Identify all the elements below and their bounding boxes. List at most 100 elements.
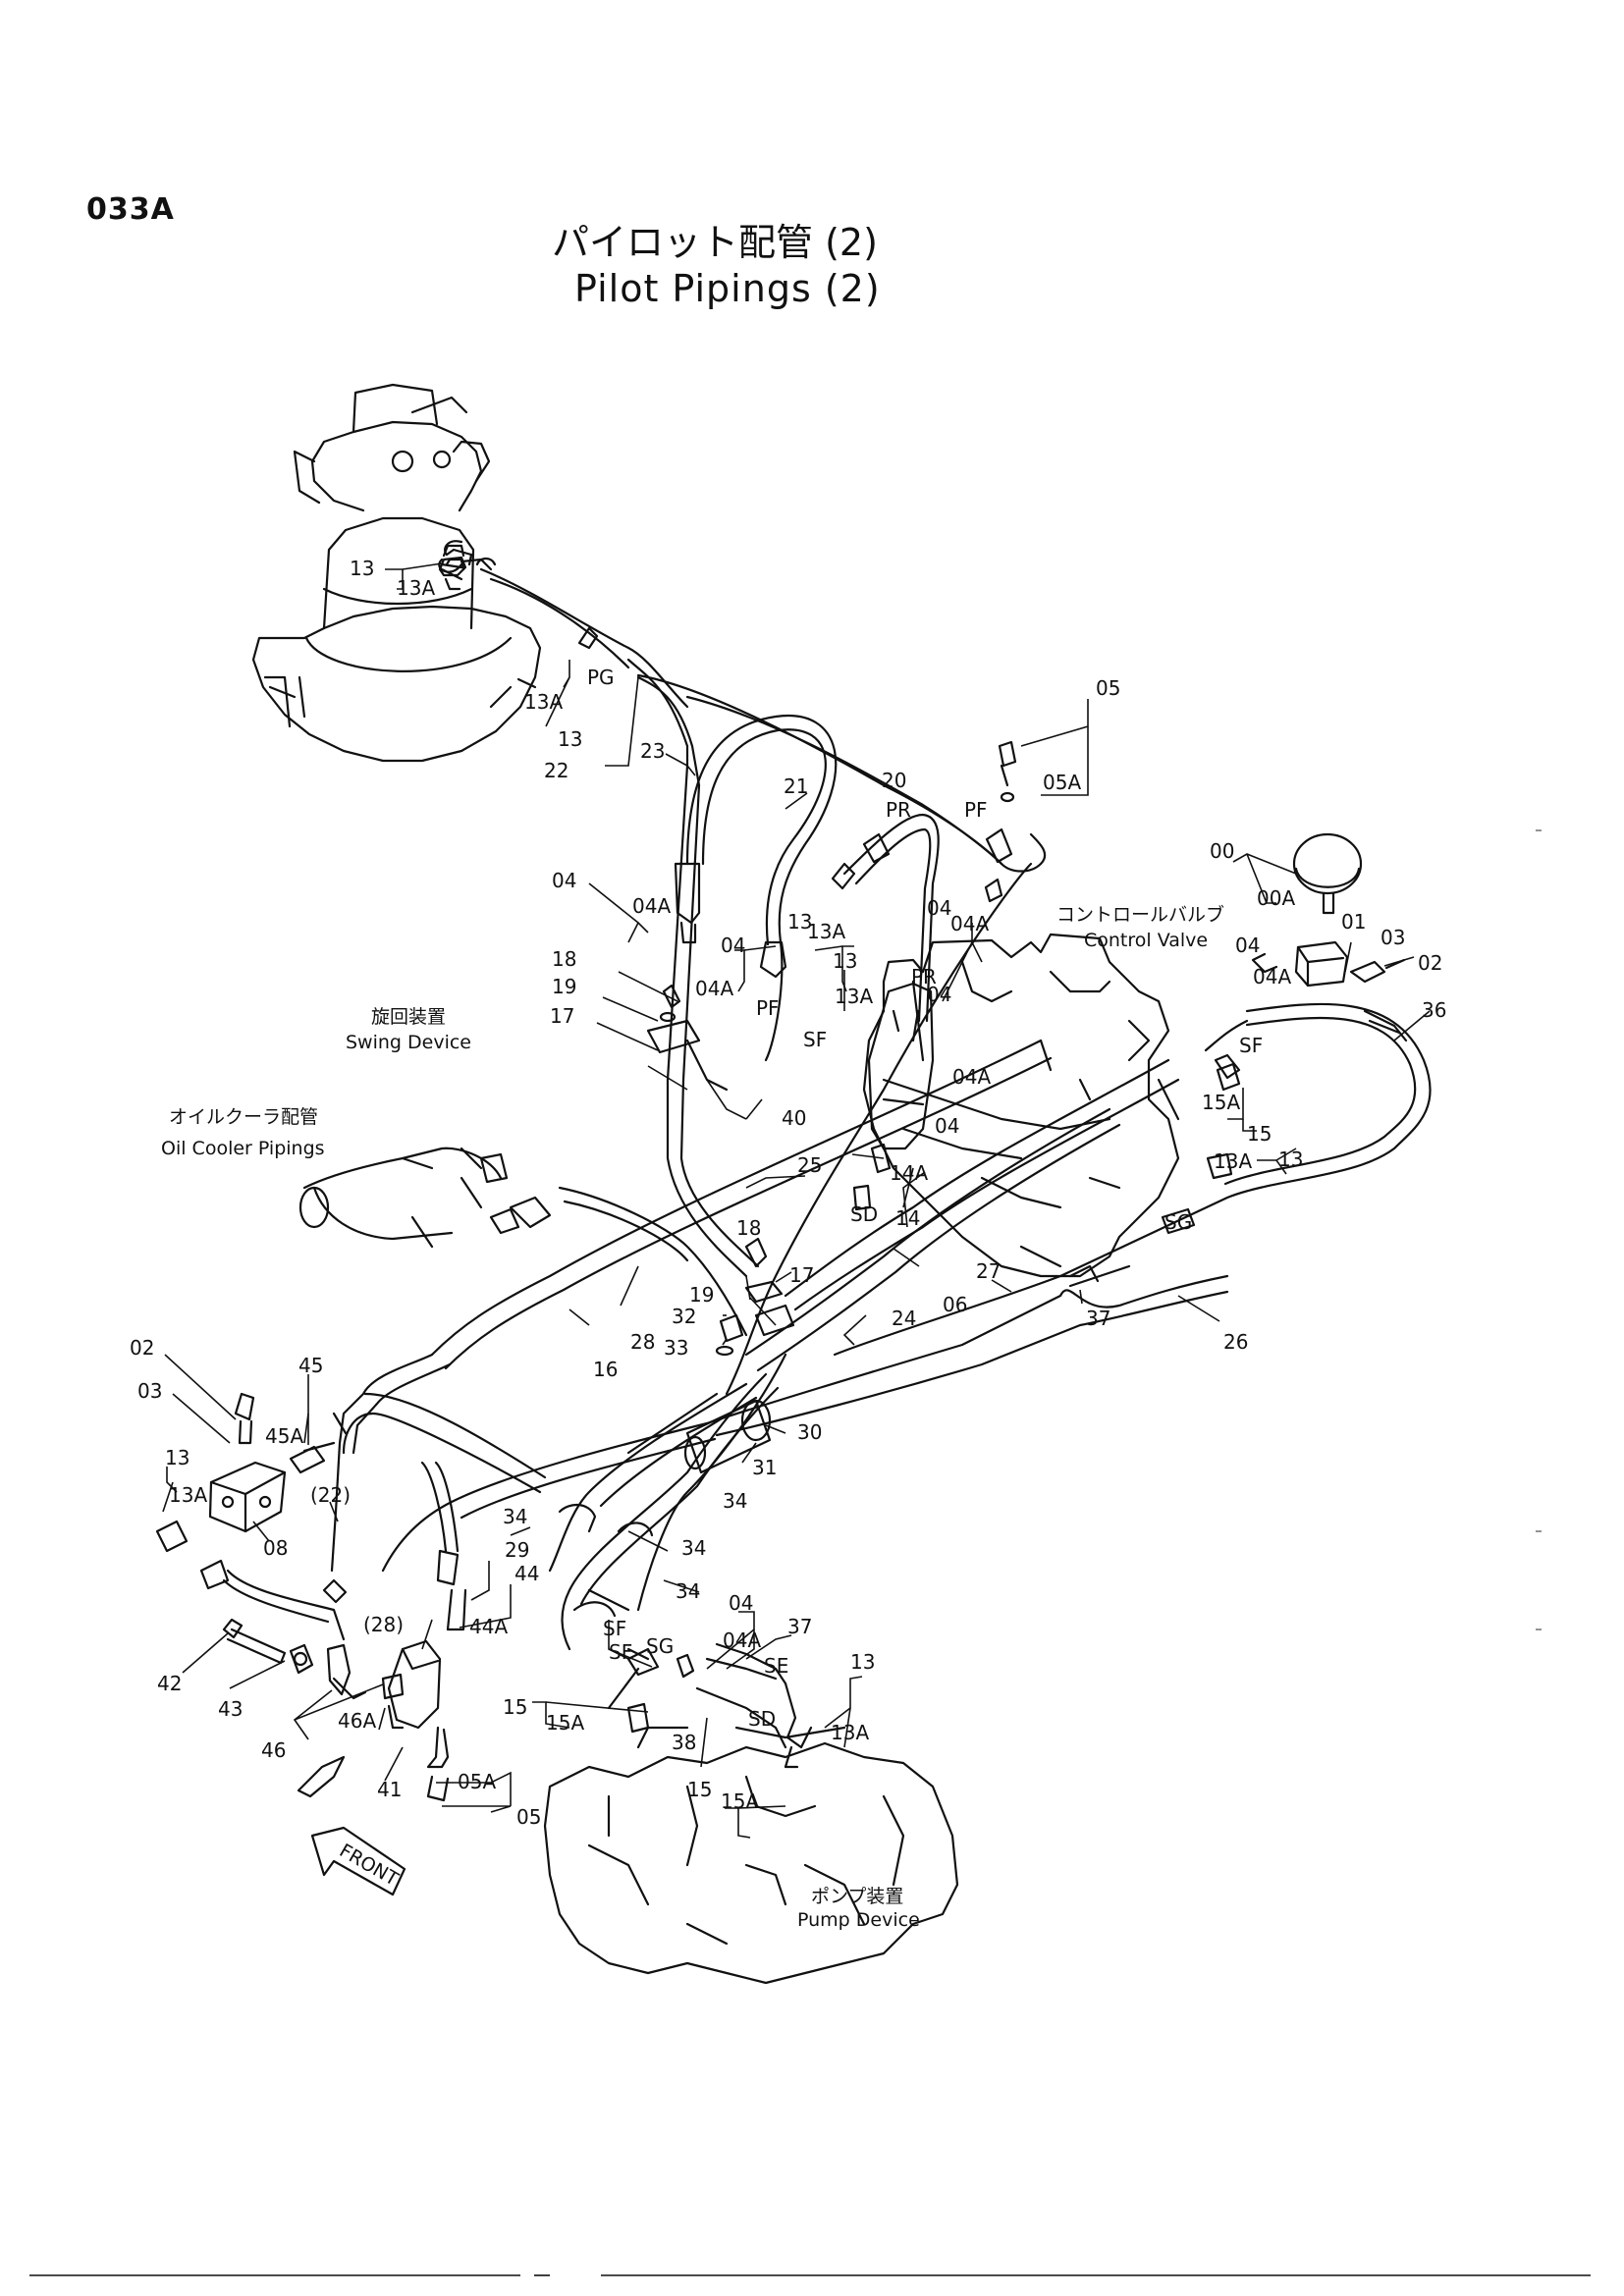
control-valve-drawing [862,933,1180,1278]
accumulator-drawing [1251,832,1406,988]
part-callout-c43: 43 [218,1697,243,1721]
part-callout-c32: 32 [672,1305,696,1328]
part-callout-c34-b: 34 [723,1489,747,1513]
part-callout-c03-l: 03 [137,1379,162,1403]
part-callout-c04a-d: 04A [950,912,989,935]
part-callout-c04-d: 04 [927,896,951,920]
part-callout-c05a-b: 05A [458,1770,496,1793]
part-callout-c15a-p: 15A [546,1711,584,1735]
part-callout-c13a-p: 13A [831,1721,869,1744]
part-callout-c40: 40 [782,1106,806,1130]
part-callout-c22: 22 [544,759,568,782]
part-callout-c01: 01 [1341,910,1366,934]
part-callout-c27: 27 [976,1259,1001,1283]
pump-device-caption: ポンプ装置 Pump Device [797,1886,920,1931]
part-callout-c04-a: 04 [1235,934,1260,957]
part-callout-c13-mid: 13 [787,910,812,934]
part-callout-c04a-b: 04A [632,894,671,918]
svg-text:オイルクーラ配管: オイルクーラ配管 [169,1106,318,1128]
part-callout-c04-f: 04 [927,983,951,1006]
part-callout-c26: 26 [1223,1330,1248,1354]
part-callout-sg-p: SG [646,1634,674,1658]
part-callout-c17-a: 17 [550,1004,574,1028]
part-callout-c13-mid2: 13 [833,949,857,973]
svg-text:ポンプ装置: ポンプ装置 [811,1886,903,1907]
part-callout-c34-d: 34 [676,1579,700,1603]
part-callout-c13-p: 13 [850,1650,875,1674]
part-callout-c38: 38 [672,1731,696,1754]
part-callout-c33: 33 [664,1336,688,1360]
pump-device-drawing [543,1726,959,1985]
page-title-jp: パイロット配管 (2) [552,221,878,264]
part-callout-c05-top: 05 [1096,676,1120,700]
part-callout-c28: 28 [630,1330,655,1354]
part-callout-c18-b: 18 [736,1216,761,1240]
part-callout-c05a-top: 05A [1043,771,1081,794]
part-callout-c18-a: 18 [552,947,576,971]
svg-text:Control Valve: Control Valve [1084,930,1208,951]
part-callout-c04-b: 04 [552,869,576,892]
part-callout-se-p: SE [764,1654,788,1678]
part-callout-c16: 16 [593,1358,618,1381]
part-callout-pr2: PR [911,965,937,988]
part-callout-pf2: PF [756,996,780,1020]
part-callout-c04-g: 04 [729,1591,753,1615]
front-arrow [310,1826,406,1896]
part-callout-sf-b: SF [1239,1034,1263,1057]
part-callout-c03-r: 03 [1380,926,1405,949]
part-callout-c24: 24 [892,1307,916,1330]
part-callout-c15a-p2: 15A [721,1789,759,1813]
part-callout-c13a-mid2: 13A [835,985,873,1008]
part-callout-c14: 14 [895,1206,920,1230]
svg-text:Swing Device: Swing Device [346,1032,471,1053]
part-callout-pg-1: PG [587,666,615,689]
part-callout-c28p: (28) [363,1613,404,1636]
part-callout-c34-c: 34 [681,1536,706,1560]
part-callout-c25: 25 [797,1153,822,1177]
svg-text:コントロールバルブ: コントロールバルブ [1056,903,1224,926]
part-callout-c15-r: 15 [1247,1122,1272,1146]
part-callout-c15-p2: 15 [687,1778,712,1801]
part-callout-c34-a: 34 [503,1505,527,1528]
part-callout-c44: 44 [514,1562,539,1585]
part-callout-c42: 42 [157,1672,182,1695]
part-callout-c13-top: 13 [350,557,374,580]
part-callout-c44a: 44A [469,1615,508,1638]
part-callout-c46a: 46A [338,1709,376,1733]
part-callout-sf-p1: SF [603,1617,626,1640]
part-callout-c04a-e: 04A [952,1065,991,1089]
part-callout-c20: 20 [882,769,906,792]
page-code: 033A [86,192,175,227]
svg-text:旋回装置: 旋回装置 [371,1006,446,1028]
part-callout-c00: 00 [1210,839,1234,863]
part-callout-c02-l: 02 [130,1336,154,1360]
part-callout-c13-l: 13 [165,1446,189,1469]
part-callout-c41: 41 [377,1778,402,1801]
part-callout-c04-e: 04 [935,1114,959,1138]
part-callout-c45a: 45A [265,1424,303,1448]
part-callout-c08: 08 [263,1536,288,1560]
part-callout-sf-a: SF [803,1028,827,1051]
part-callout-c21: 21 [784,774,808,798]
part-callout-c45: 45 [298,1354,323,1377]
part-callout-sd-a: SD [850,1202,878,1226]
part-callout-sg-r: SG [1164,1210,1192,1234]
part-callout-c00a: 00A [1257,886,1295,910]
part-callout-c37-b: 37 [787,1615,812,1638]
part-callout-c02-r: 02 [1418,951,1442,975]
svg-text:Oil Cooler Pipings: Oil Cooler Pipings [161,1138,325,1159]
page-title-en: Pilot Pipings (2) [574,267,881,310]
part-callout-c19-b: 19 [689,1283,714,1307]
part-callout-pr: PR [886,798,911,822]
part-callouts: 13 13A 13A 13 PG 22 23 21 20 PR PF 05 05… [130,557,1446,1829]
part-callout-c13-sw: 13 [558,727,582,751]
part-callout-c36: 36 [1422,998,1446,1022]
part-callout-c04a-a: 04A [1253,965,1291,988]
part-callout-c29: 29 [505,1538,529,1562]
part-callout-c06: 06 [943,1293,967,1316]
part-callout-c04a-c: 04A [695,977,733,1000]
part-callout-c46: 46 [261,1738,286,1762]
svg-text:Pump Device: Pump Device [797,1909,920,1931]
part-callout-c15-p: 15 [503,1695,527,1719]
part-callout-c13a-l: 13A [169,1483,207,1507]
